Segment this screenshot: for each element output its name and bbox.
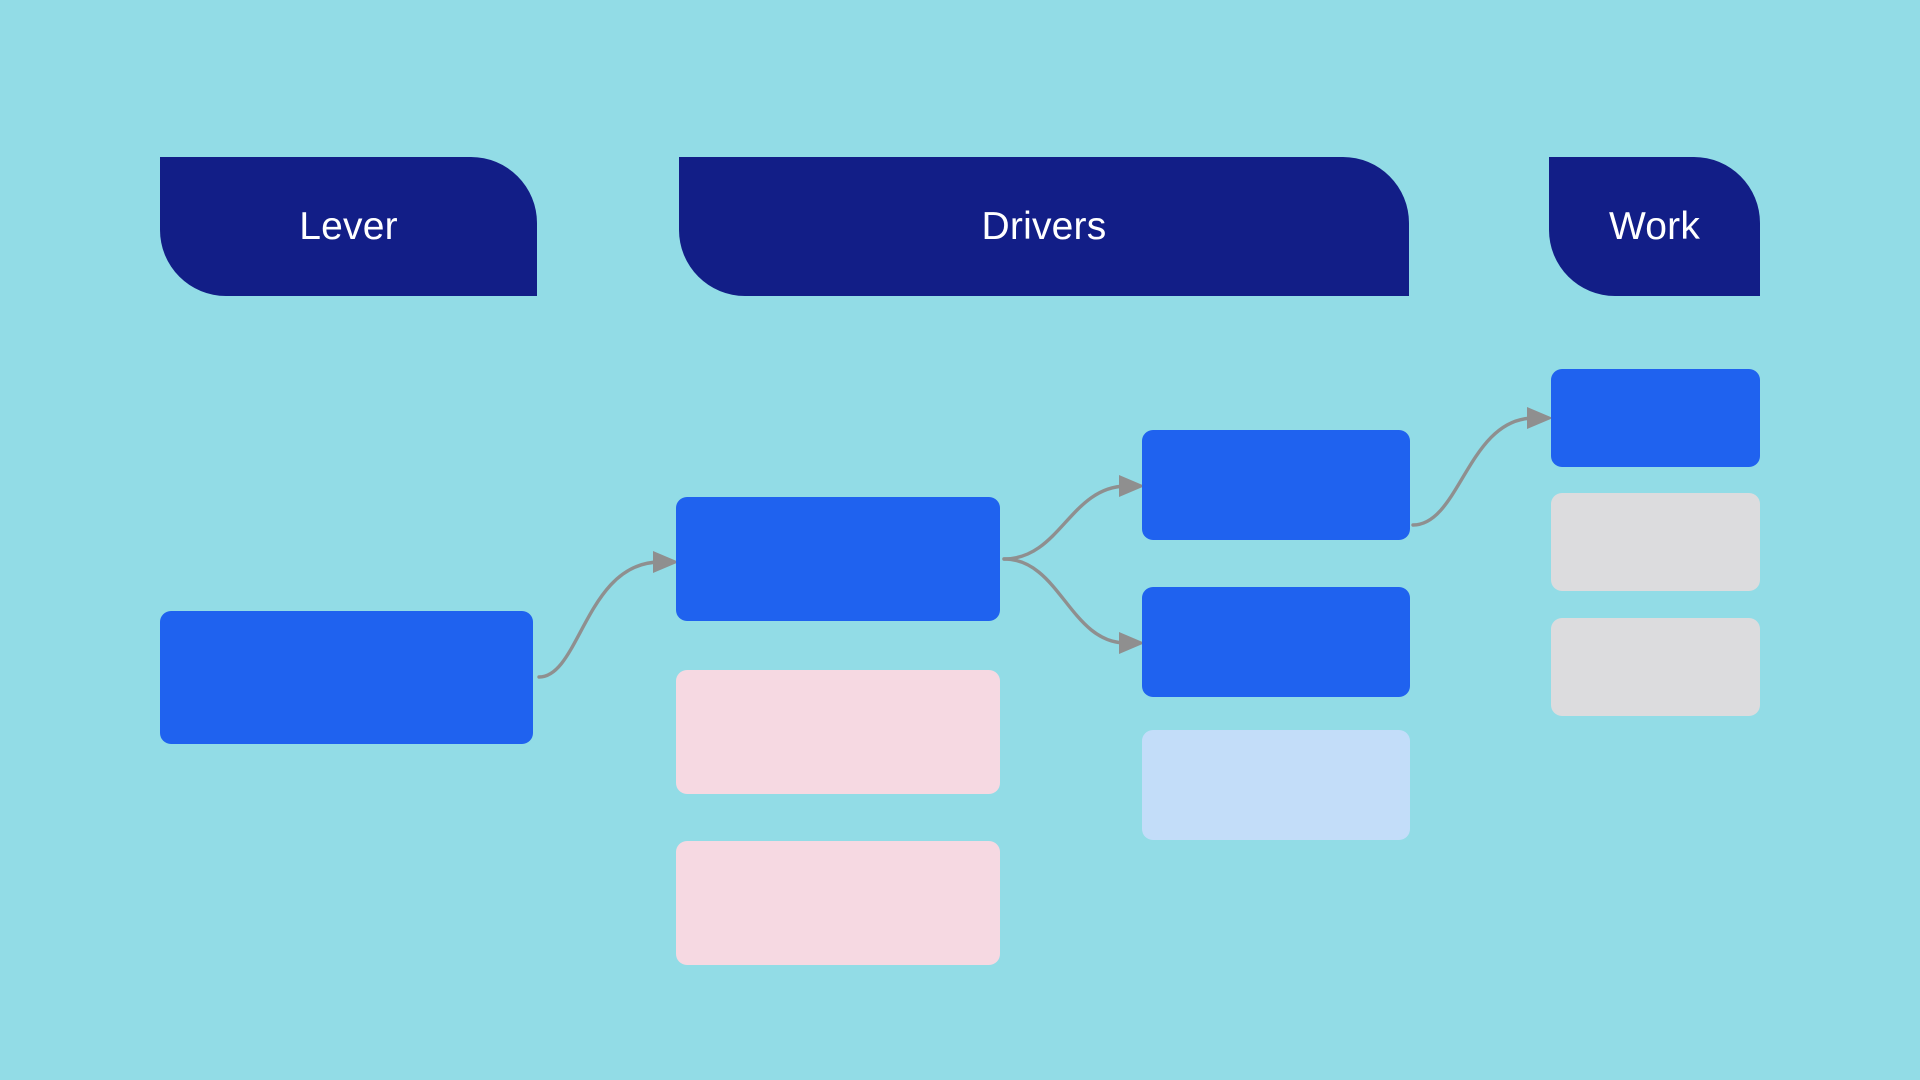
node-lever-1[interactable] <box>160 611 533 744</box>
column-header-work[interactable]: Work <box>1549 157 1760 296</box>
node-subdriver-2[interactable] <box>1142 587 1410 697</box>
node-work-2[interactable] <box>1551 493 1760 591</box>
connector-conn-lever1-driver1 <box>537 551 679 679</box>
column-header-work-label: Work <box>1608 205 1701 248</box>
node-driver-2[interactable] <box>676 670 1000 794</box>
connector-conn-driver1-subdriver2 <box>1002 557 1145 654</box>
connector-line <box>1002 484 1128 561</box>
node-subdriver-3[interactable] <box>1142 730 1410 840</box>
column-header-drivers-label: Drivers <box>981 205 1107 248</box>
connector-line <box>537 560 662 679</box>
node-work-1[interactable] <box>1551 369 1760 467</box>
column-header-lever-label: Lever <box>299 205 398 248</box>
node-driver-3[interactable] <box>676 841 1000 965</box>
column-header-lever[interactable]: Lever <box>160 157 537 296</box>
node-driver-1[interactable] <box>676 497 1000 621</box>
connector-line <box>1411 416 1536 527</box>
connector-conn-driver1-subdriver1 <box>1002 475 1145 561</box>
node-subdriver-1[interactable] <box>1142 430 1410 540</box>
connector-arrowhead-icon <box>1527 407 1553 429</box>
connector-conn-subdriver1-work1 <box>1411 407 1553 527</box>
connector-line <box>1002 557 1128 645</box>
node-work-3[interactable] <box>1551 618 1760 716</box>
column-header-drivers[interactable]: Drivers <box>679 157 1409 296</box>
